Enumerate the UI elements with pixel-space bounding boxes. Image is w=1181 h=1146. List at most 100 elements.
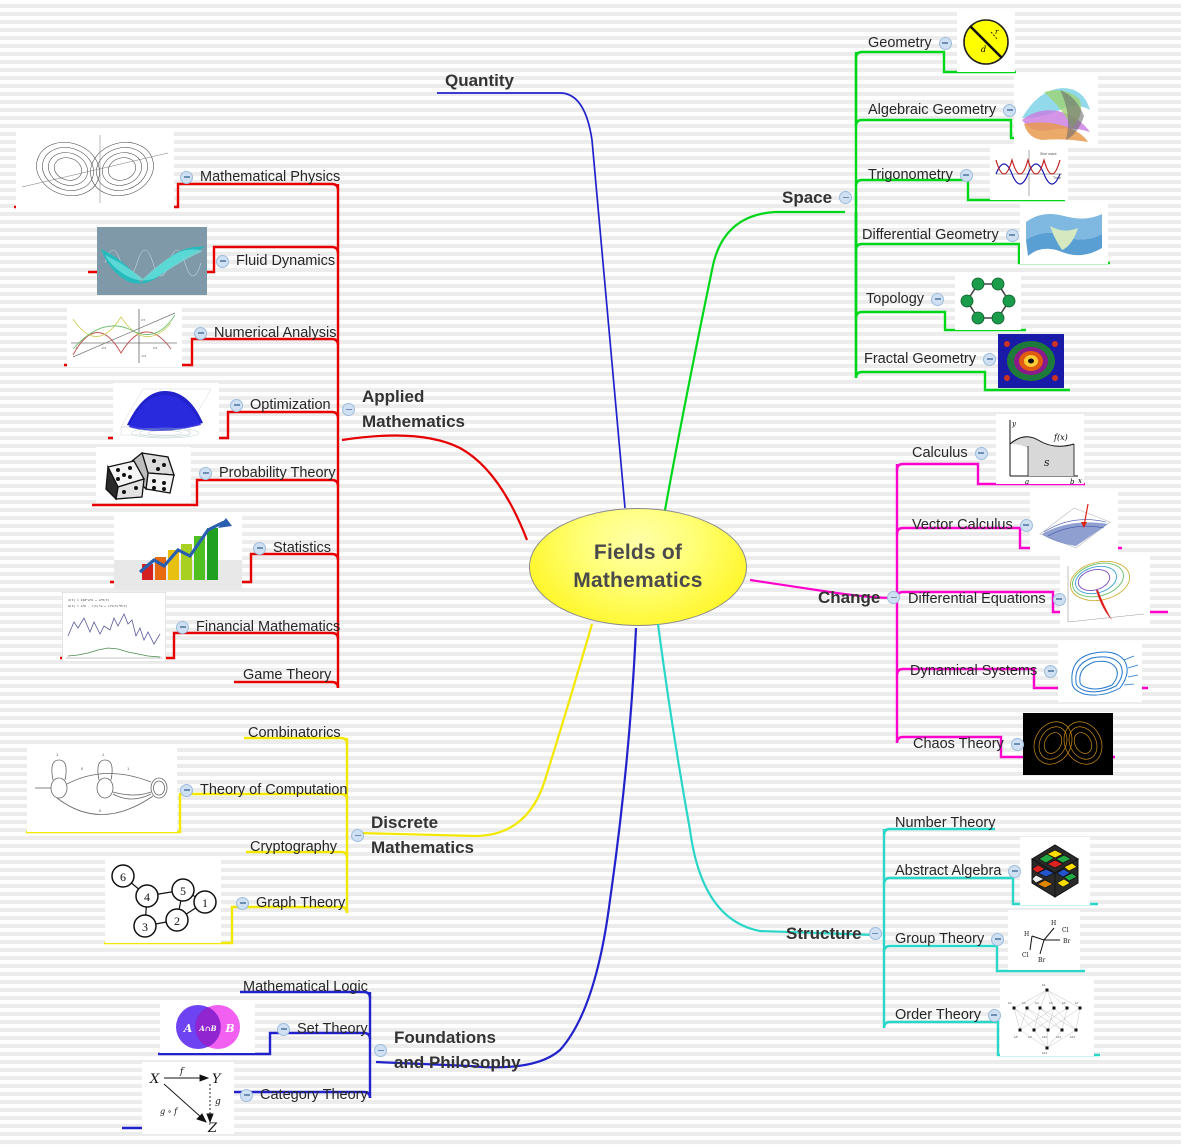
node-abstract-algebra-label: Abstract Algebra bbox=[895, 863, 1002, 879]
node-number-theory[interactable]: Number Theory bbox=[895, 814, 995, 832]
collapse-toggle-icon[interactable] bbox=[839, 191, 853, 205]
node-algebraic-geometry-label: Algebraic Geometry bbox=[868, 102, 997, 118]
collapse-toggle-icon[interactable] bbox=[351, 829, 364, 843]
node-optimization-label: Optimization bbox=[250, 397, 331, 413]
collapse-toggle-icon[interactable] bbox=[1052, 592, 1066, 606]
node-differential-geometry-label: Differential Geometry bbox=[862, 227, 999, 243]
collapse-toggle-icon[interactable] bbox=[253, 541, 266, 555]
branch-applied-mathematics[interactable]: Applied Mathematics bbox=[342, 385, 492, 434]
branch-foundations-and-philosophy-label: Foundations and Philosophy bbox=[394, 1028, 521, 1072]
collapse-toggle-icon[interactable] bbox=[240, 1088, 253, 1102]
node-abstract-algebra[interactable]: Abstract Algebra bbox=[895, 862, 1022, 880]
node-differential-geometry[interactable]: Differential Geometry bbox=[862, 226, 1019, 244]
node-differential-equations[interactable]: Differential Equations bbox=[908, 590, 1066, 608]
node-topology-label: Topology bbox=[866, 291, 925, 307]
branch-foundations-and-philosophy[interactable]: Foundations and Philosophy bbox=[374, 1026, 524, 1075]
node-cryptography-label: Cryptography bbox=[250, 839, 338, 855]
collapse-toggle-icon[interactable] bbox=[974, 446, 988, 460]
node-numerical-analysis-label: Numerical Analysis bbox=[214, 325, 337, 341]
node-cryptography[interactable]: Cryptography bbox=[250, 838, 337, 856]
collapse-toggle-icon[interactable] bbox=[342, 403, 355, 417]
collapse-toggle-icon[interactable] bbox=[216, 254, 229, 268]
node-probability-theory-label: Probability Theory bbox=[219, 465, 336, 481]
branch-applied-mathematics-label: Applied Mathematics bbox=[362, 387, 465, 431]
node-optimization[interactable]: Optimization bbox=[230, 396, 331, 414]
collapse-toggle-icon[interactable] bbox=[236, 896, 249, 910]
collapse-toggle-icon[interactable] bbox=[1019, 518, 1033, 532]
node-probability-theory[interactable]: Probability Theory bbox=[199, 464, 336, 482]
node-calculus[interactable]: Calculus bbox=[912, 444, 988, 462]
node-group-theory[interactable]: Group Theory bbox=[895, 930, 1005, 948]
node-topology[interactable]: Topology bbox=[866, 290, 945, 308]
collapse-toggle-icon[interactable] bbox=[991, 932, 1005, 946]
branch-discrete-mathematics[interactable]: Discrete Mathematics bbox=[351, 811, 501, 860]
collapse-toggle-icon[interactable] bbox=[1005, 228, 1019, 242]
node-statistics-label: Statistics bbox=[273, 540, 332, 556]
branch-structure-label: Structure bbox=[786, 924, 862, 943]
branch-space-label: Space bbox=[782, 188, 833, 207]
node-financial-mathematics-label: Financial Mathematics bbox=[196, 619, 341, 635]
node-theory-of-computation-label: Theory of Computation bbox=[200, 782, 348, 798]
branch-change-label: Change bbox=[818, 588, 881, 607]
node-algebraic-geometry[interactable]: Algebraic Geometry bbox=[868, 101, 1017, 119]
node-mathematical-physics[interactable]: Mathematical Physics bbox=[180, 168, 340, 186]
node-chaos-theory-label: Chaos Theory bbox=[913, 736, 1004, 752]
collapse-toggle-icon[interactable] bbox=[180, 783, 193, 797]
node-geometry[interactable]: Geometry bbox=[868, 34, 952, 52]
node-theory-of-computation[interactable]: Theory of Computation bbox=[180, 781, 348, 799]
node-combinatorics[interactable]: Combinatorics bbox=[248, 724, 341, 742]
node-game-theory-label: Game Theory bbox=[243, 667, 332, 683]
collapse-toggle-icon[interactable] bbox=[1008, 864, 1022, 878]
collapse-toggle-icon[interactable] bbox=[887, 591, 901, 605]
node-financial-mathematics[interactable]: Financial Mathematics bbox=[176, 618, 340, 636]
collapse-toggle-icon[interactable] bbox=[959, 168, 973, 182]
collapse-toggle-icon[interactable] bbox=[987, 1008, 1001, 1022]
node-numerical-analysis[interactable]: Numerical Analysis bbox=[194, 324, 337, 342]
node-combinatorics-label: Combinatorics bbox=[248, 725, 341, 741]
node-fractal-geometry-label: Fractal Geometry bbox=[864, 351, 976, 367]
collapse-toggle-icon[interactable] bbox=[194, 326, 207, 340]
node-category-theory[interactable]: Category Theory bbox=[240, 1086, 368, 1104]
node-vector-calculus-label: Vector Calculus bbox=[912, 517, 1013, 533]
node-game-theory[interactable]: Game Theory bbox=[243, 666, 331, 684]
collapse-toggle-icon[interactable] bbox=[230, 398, 243, 412]
collapse-toggle-icon[interactable] bbox=[374, 1044, 387, 1058]
node-fluid-dynamics[interactable]: Fluid Dynamics bbox=[216, 252, 335, 270]
branch-space[interactable]: Space bbox=[782, 187, 853, 208]
node-vector-calculus[interactable]: Vector Calculus bbox=[912, 516, 1033, 534]
node-chaos-theory[interactable]: Chaos Theory bbox=[913, 735, 1024, 753]
node-mathematical-physics-label: Mathematical Physics bbox=[200, 169, 341, 185]
collapse-toggle-icon[interactable] bbox=[1010, 737, 1024, 751]
collapse-toggle-icon[interactable] bbox=[938, 36, 952, 50]
node-number-theory-label: Number Theory bbox=[895, 815, 996, 831]
node-set-theory[interactable]: Set Theory bbox=[277, 1020, 368, 1038]
branch-discrete-mathematics-label: Discrete Mathematics bbox=[371, 813, 474, 857]
node-dynamical-systems-label: Dynamical Systems bbox=[910, 663, 1038, 679]
node-graph-theory[interactable]: Graph Theory bbox=[236, 894, 345, 912]
collapse-toggle-icon[interactable] bbox=[199, 466, 212, 480]
node-statistics[interactable]: Statistics bbox=[253, 539, 331, 557]
node-category-theory-label: Category Theory bbox=[260, 1087, 368, 1103]
node-set-theory-label: Set Theory bbox=[297, 1021, 368, 1037]
node-mathematical-logic[interactable]: Mathematical Logic bbox=[243, 978, 368, 996]
node-trigonometry[interactable]: Trigonometry bbox=[868, 166, 973, 184]
collapse-toggle-icon[interactable] bbox=[931, 292, 945, 306]
node-trigonometry-label: Trigonometry bbox=[868, 167, 953, 183]
collapse-toggle-icon[interactable] bbox=[277, 1022, 290, 1036]
collapse-toggle-icon[interactable] bbox=[868, 927, 882, 941]
node-fractal-geometry[interactable]: Fractal Geometry bbox=[864, 350, 996, 368]
node-dynamical-systems[interactable]: Dynamical Systems bbox=[910, 662, 1058, 680]
node-fluid-dynamics-label: Fluid Dynamics bbox=[236, 253, 336, 269]
node-graph-theory-label: Graph Theory bbox=[256, 895, 346, 911]
branch-change[interactable]: Change bbox=[818, 587, 901, 608]
collapse-toggle-icon[interactable] bbox=[176, 620, 189, 634]
branch-quantity[interactable]: Quantity bbox=[445, 70, 514, 91]
branch-quantity-label: Quantity bbox=[445, 71, 514, 90]
collapse-toggle-icon[interactable] bbox=[180, 170, 193, 184]
node-order-theory[interactable]: Order Theory bbox=[895, 1006, 1001, 1024]
branch-structure[interactable]: Structure bbox=[786, 923, 882, 944]
collapse-toggle-icon[interactable] bbox=[1044, 664, 1058, 678]
collapse-toggle-icon[interactable] bbox=[983, 352, 996, 366]
collapse-toggle-icon[interactable] bbox=[1003, 103, 1017, 117]
